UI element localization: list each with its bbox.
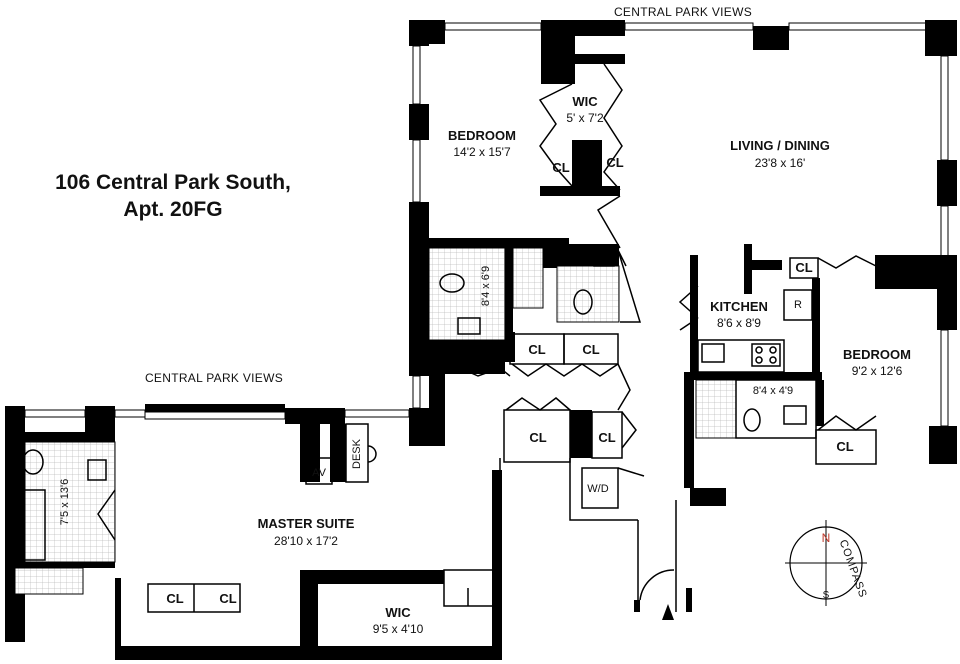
title-line-2: Apt. 20FG <box>123 198 222 221</box>
nw-bedroom-walls <box>429 20 625 249</box>
title-line-1: 106 Central Park South, <box>55 171 291 194</box>
closet-label: CL <box>795 260 812 275</box>
living-name: LIVING / DINING <box>730 138 830 153</box>
master-dims: 28'10 x 17'2 <box>274 534 338 548</box>
master-suite-walls <box>5 404 502 660</box>
closet-label: CL <box>529 430 546 445</box>
living-dims: 23'8 x 16' <box>755 156 806 170</box>
kitchen-dims: 8'6 x 8'9 <box>717 316 761 330</box>
av-label: AV <box>312 467 327 479</box>
bedroom-nw-name: BEDROOM <box>448 128 516 143</box>
nw-bathrooms <box>428 244 642 374</box>
wic-master-dims: 9'5 x 4'10 <box>373 622 424 636</box>
closet-label: CL <box>606 155 623 170</box>
closet-label: CL <box>166 591 183 606</box>
wic-master-name: WIC <box>385 605 411 620</box>
compass-south: S <box>823 590 830 601</box>
compass-icon: N COMPASS S <box>785 520 869 606</box>
bedroom-e-name: BEDROOM <box>843 347 911 362</box>
master-bath-dims: 7'5 x 13'6 <box>59 479 71 525</box>
desk-label: DESK <box>351 438 363 469</box>
bedroom-e-dims: 9'2 x 12'6 <box>852 364 903 378</box>
closet-label: CL <box>528 342 545 357</box>
closet-label: CL <box>598 430 615 445</box>
view-label-left: CENTRAL PARK VIEWS <box>145 371 283 385</box>
corridor-closets <box>429 332 645 521</box>
master-name: MASTER SUITE <box>258 516 355 531</box>
wd-label: W/D <box>587 483 608 495</box>
bath-nw-dims: 8'4 x 6'9 <box>480 266 492 306</box>
entry-arrow-icon <box>662 604 674 620</box>
closet-label: CL <box>219 591 236 606</box>
compass-north: N <box>822 531 831 545</box>
kitchen-walls <box>678 244 877 374</box>
bath-e-dims: 8'4 x 4'9 <box>753 385 793 397</box>
view-label-top: CENTRAL PARK VIEWS <box>614 5 752 19</box>
entry <box>634 520 692 620</box>
kitchen-name: KITCHEN <box>710 299 768 314</box>
closet-label: CL <box>836 439 853 454</box>
closet-label: CL <box>552 160 569 175</box>
closet-label: CL <box>582 342 599 357</box>
bedroom-nw-dims: 14'2 x 15'7 <box>453 145 511 159</box>
east-bath-bedroom <box>675 372 877 612</box>
wic-top-dims: 5' x 7'2 <box>566 111 604 125</box>
wic-top-name: WIC <box>572 94 598 109</box>
fridge-label: R <box>794 299 802 311</box>
